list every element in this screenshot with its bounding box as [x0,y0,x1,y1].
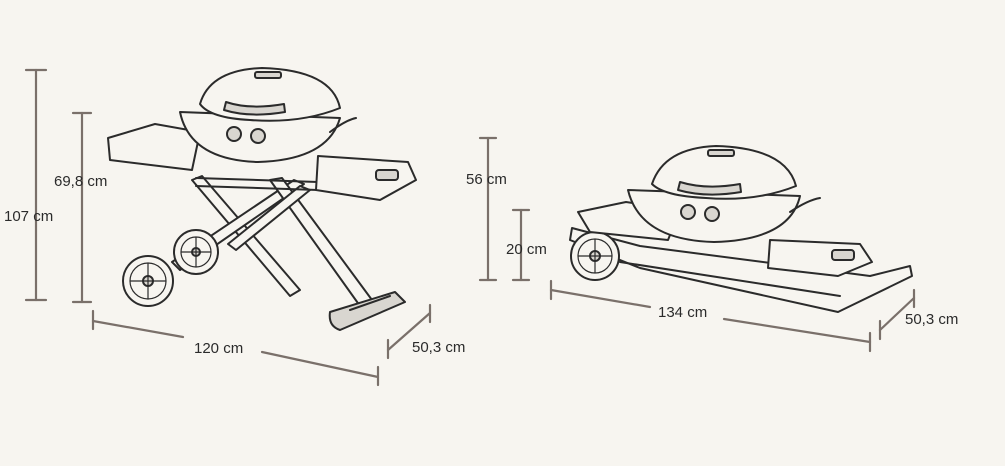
dim-line-depth-standing [386,303,432,360]
dim-line-lid-height [478,136,498,282]
dim-line-depth-folded [878,288,916,341]
wheel-icon [570,231,620,281]
label-total-height: 107 cm [4,208,54,225]
label-lid-height: 56 cm [466,171,507,188]
standing-grill-illustration [107,67,417,331]
folded-grill-illustration [569,145,913,313]
label-table-height: 69,8 cm [54,173,108,190]
wheel-icon [122,255,174,307]
label-depth-folded: 50,3 cm [905,311,959,328]
dim-line-length [549,279,872,353]
dim-line-width [91,309,380,387]
dim-line-total-height [24,68,48,302]
label-length: 134 cm [658,304,708,321]
wheel-icon [173,229,219,275]
dim-line-table-height [71,111,93,304]
label-depth-standing: 50,3 cm [412,339,466,356]
label-folded-table-height: 20 cm [506,241,547,258]
dim-line-folded-table-height [511,208,531,282]
label-width: 120 cm [194,340,244,357]
